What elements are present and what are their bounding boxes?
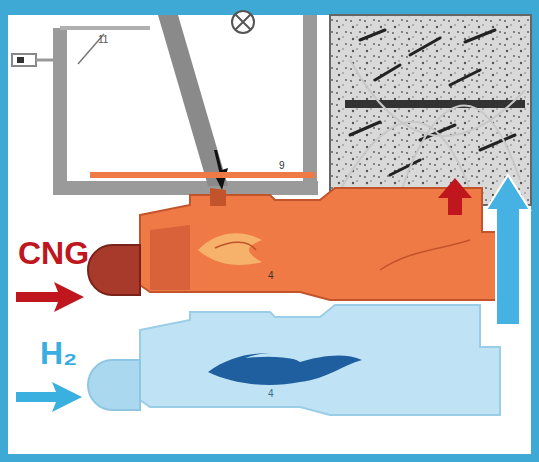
flight [350, 122, 380, 135]
flight [390, 160, 420, 175]
cng-arrow [16, 282, 84, 312]
cng-burner-head [88, 245, 140, 295]
cng-flame [198, 233, 262, 265]
h2-flame [208, 353, 362, 385]
fuel-label: H₂ [40, 336, 77, 371]
callout-number: 4 [268, 270, 274, 281]
pipe [36, 59, 54, 62]
flight [450, 70, 480, 85]
drum-shaft [345, 100, 525, 108]
hot-gas-arrow [438, 178, 472, 215]
flight [480, 135, 515, 150]
flame-swirl [215, 242, 256, 250]
h2-burner-head [88, 360, 140, 410]
frame-inner [8, 15, 531, 454]
callout-number: 11 [98, 34, 108, 45]
callout-number: 4 [268, 388, 274, 399]
feed-arrow [213, 150, 228, 190]
small-box-mark [17, 57, 24, 63]
valve-symbol [232, 11, 254, 33]
valve-symbol [235, 14, 251, 30]
dryer-drum [330, 15, 531, 205]
flight [410, 38, 440, 55]
h2-burner [140, 305, 500, 415]
h2-arrow [16, 382, 82, 412]
h2-flame-highlight [245, 353, 298, 360]
gas-flow-lines [340, 60, 525, 195]
flight [465, 30, 495, 42]
chute-mouth [210, 188, 226, 206]
flight [375, 65, 400, 80]
cng-burner [140, 188, 500, 300]
burner-throat [150, 225, 190, 290]
hot-strip [90, 172, 315, 178]
callout-number: 9 [279, 160, 285, 171]
flight [360, 30, 385, 40]
h2-gas-arrow [486, 175, 530, 325]
flow-line [380, 240, 470, 270]
duct-wall [60, 26, 150, 30]
duct-wall [303, 15, 317, 188]
small-box [12, 54, 36, 66]
fuel-label: CNG [18, 236, 89, 271]
